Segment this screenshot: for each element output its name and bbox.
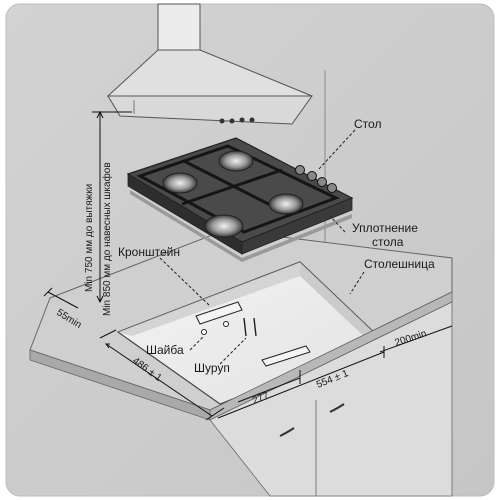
- burner-icon: [204, 214, 244, 238]
- dim-200-line: [379, 325, 453, 358]
- hood-button-icon: [229, 118, 235, 124]
- label-seal-line1: Уплотнение: [352, 221, 418, 235]
- bracket-parts: [195, 301, 311, 367]
- dim-55-line: [43, 287, 79, 309]
- knob-icon: [327, 183, 337, 193]
- washer-icon: [201, 329, 207, 335]
- label-table: Стол: [354, 117, 381, 131]
- label-min-750: Min 750 мм до вытяжки: [84, 184, 95, 292]
- knob-icon: [295, 165, 305, 175]
- gas-hob: [126, 137, 354, 262]
- label-countertop: Столешница: [364, 257, 435, 271]
- label-bracket: Кронштейн: [118, 245, 180, 259]
- washer-icon: [223, 321, 229, 327]
- screw-icon: [253, 317, 257, 337]
- cabinet-handle-icon: [279, 427, 295, 437]
- hood-button-icon: [219, 118, 225, 124]
- label-washer: Шайба: [146, 343, 184, 357]
- height-dimension-line: [92, 110, 132, 304]
- screw-icon: [243, 317, 247, 337]
- burner-icon: [162, 172, 198, 194]
- range-hood: [106, 3, 313, 125]
- label-min-850: Min 850 мм до навесных шкафов: [101, 162, 113, 316]
- cabinet: [209, 301, 453, 497]
- label-screw: Шуруп: [194, 361, 230, 375]
- cabinet-handle-icon: [329, 403, 345, 413]
- bracket-icon: [261, 345, 311, 367]
- knob-icon: [317, 177, 327, 187]
- hood-button-icon: [249, 117, 255, 123]
- burner-icon: [268, 193, 304, 215]
- label-seal-line2: стола: [372, 235, 404, 249]
- hood-button-icon: [239, 117, 245, 123]
- bracket-icon: [195, 301, 243, 325]
- dim-486-line: [99, 329, 225, 421]
- burner-icon: [218, 150, 254, 172]
- knob-icon: [307, 171, 317, 181]
- dim-554-line: [217, 351, 385, 419]
- leader-lines: [159, 129, 365, 365]
